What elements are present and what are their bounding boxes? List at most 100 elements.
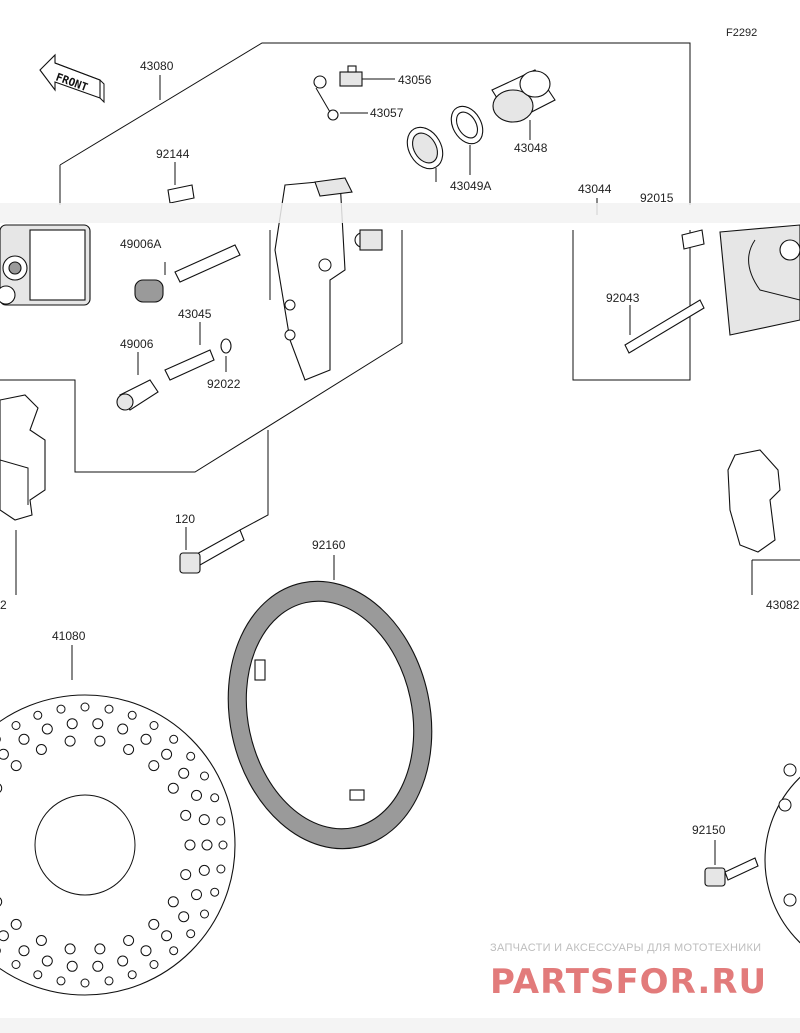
disc-hole <box>33 970 43 980</box>
disc-hole <box>80 978 90 988</box>
torn-strip <box>0 203 800 223</box>
disc-hole <box>216 864 226 874</box>
label-92144: 92144 <box>156 147 190 161</box>
disc-hole <box>210 793 220 803</box>
label-43056: 43056 <box>398 73 432 87</box>
disc-hole <box>94 735 106 747</box>
disc-hole <box>178 911 190 923</box>
disc-hole <box>210 887 220 897</box>
label-120: 120 <box>175 512 195 526</box>
disc-hole <box>180 809 192 821</box>
disc-hole <box>218 840 228 850</box>
disc-hole <box>10 760 22 772</box>
slide-pin <box>164 322 215 381</box>
disc-hole <box>161 748 173 760</box>
disc-hole <box>127 710 137 720</box>
label-43082: 43082 <box>766 598 800 612</box>
disc-hole <box>127 970 137 980</box>
disc-hole <box>180 869 192 881</box>
disc-hole <box>169 734 179 744</box>
disc-hole <box>66 960 78 972</box>
disc-hole <box>200 909 209 919</box>
brake-pad-left <box>0 394 46 595</box>
dust-seal <box>406 126 444 182</box>
disc-hole <box>92 718 104 730</box>
disc-hole <box>216 816 226 826</box>
diagram-code: F2292 <box>726 27 757 39</box>
caliper-assembly-outline <box>0 42 691 473</box>
disc-hole <box>11 721 21 730</box>
label-92043: 92043 <box>606 291 640 305</box>
caliper-body-right <box>719 224 800 336</box>
label-43045: 43045 <box>178 307 212 321</box>
disc-hole <box>123 744 135 755</box>
brake-disc-right <box>764 763 800 944</box>
brake-disc-left <box>0 645 236 996</box>
disc-hole <box>140 733 152 745</box>
disc-hole <box>169 946 179 956</box>
label-92022: 92022 <box>207 377 241 391</box>
disc-hole <box>148 918 160 930</box>
label-41080: 41080 <box>52 629 86 643</box>
torn-strip-bottom <box>0 1018 800 1033</box>
disc-hole <box>200 771 209 781</box>
caliper-body-left <box>0 224 91 306</box>
pad-spring <box>681 229 705 250</box>
disc-bolt <box>704 840 759 887</box>
disc-hole <box>186 929 196 939</box>
disc-hole <box>186 751 196 761</box>
disc-hole <box>184 839 196 851</box>
bleeder-valve <box>339 65 395 87</box>
disc-hole <box>18 733 30 745</box>
label-92160: 92160 <box>312 538 346 552</box>
disc-hole <box>18 945 30 957</box>
disc-hole <box>56 976 66 986</box>
disc-hole <box>35 935 47 946</box>
disc-hole <box>198 864 210 876</box>
disc-hole <box>198 814 210 826</box>
disc-hole <box>117 955 129 967</box>
piston <box>491 69 556 140</box>
disc-hole <box>0 783 3 793</box>
disc-hole <box>0 897 3 907</box>
disc-hole <box>41 723 53 735</box>
disc-hole <box>0 748 9 760</box>
disc-hole <box>149 960 159 969</box>
disc-hole <box>149 721 159 730</box>
disc-hole <box>123 935 135 946</box>
disc-hole <box>161 930 173 942</box>
bracket-sleeve <box>354 229 383 251</box>
disc-hole <box>33 710 43 720</box>
disc-hole <box>178 767 190 779</box>
disc-hole <box>92 960 104 972</box>
disc-hole <box>94 943 106 955</box>
disc-hole <box>80 702 90 712</box>
label-92015: 92015 <box>640 191 674 205</box>
disc-hole <box>117 723 129 735</box>
disc-hole <box>11 960 21 969</box>
disc-hole <box>167 896 179 908</box>
disc-hole <box>10 918 22 930</box>
disc-hole <box>148 760 160 772</box>
disc-hole <box>64 735 76 747</box>
watermark-logo: PARTSFOR.RU <box>490 962 767 1002</box>
disc-hole <box>191 789 202 801</box>
brake-pad-right <box>727 449 800 595</box>
disc-hole <box>104 704 114 714</box>
label-92150: 92150 <box>692 823 726 837</box>
disc-hole <box>201 839 213 851</box>
watermark-subtitle: ЗАПЧАСТИ И АКСЕССУАРЫ ДЛЯ МОТОТЕХНИКИ <box>490 942 761 954</box>
bleeder-cap <box>313 75 368 121</box>
pad-pin <box>624 299 705 354</box>
piston-seal <box>450 105 484 175</box>
label-49006: 49006 <box>120 337 154 351</box>
label-43049A: 43049A <box>450 179 491 193</box>
disc-hole <box>191 889 202 901</box>
circlip <box>220 338 232 372</box>
label-43044: 43044 <box>578 182 612 196</box>
disc-hole <box>0 930 9 942</box>
disc-hole <box>41 955 53 967</box>
disc-hole <box>66 718 78 730</box>
rotor-ring <box>227 555 433 850</box>
